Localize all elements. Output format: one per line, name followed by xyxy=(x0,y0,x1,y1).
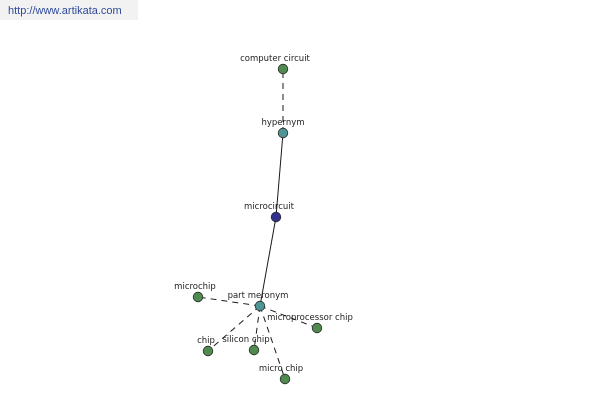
node-hypernym-label: hypernym xyxy=(261,118,304,128)
site-url[interactable]: http://www.artikata.com xyxy=(0,0,138,20)
edge-microcircuit-hypernym xyxy=(275,132,284,218)
node-micro-chip-dot xyxy=(279,373,291,385)
node-part-meronym[interactable]: part meronym xyxy=(228,291,289,312)
node-silicon-chip-dot xyxy=(248,344,260,356)
node-chip-label: chip xyxy=(197,336,215,346)
node-computer-circuit-dot xyxy=(277,63,289,75)
node-chip[interactable]: chip xyxy=(197,336,215,357)
edge-microcircuit-part-meronym xyxy=(259,216,277,307)
node-microchip-dot xyxy=(192,291,204,303)
edge-part-meronym-silicon-chip xyxy=(253,305,261,351)
node-microchip[interactable]: microchip xyxy=(174,282,216,303)
node-microcircuit-dot xyxy=(270,211,282,223)
node-hypernym-dot xyxy=(277,127,289,139)
node-microcircuit-label: microcircuit xyxy=(244,202,295,212)
node-micro-chip[interactable]: micro chip xyxy=(259,364,303,385)
node-microprocessor-chip-dot xyxy=(311,322,323,334)
node-computer-circuit[interactable]: computer circuit xyxy=(240,54,311,75)
edge-part-meronym-micro-chip xyxy=(259,305,286,380)
edge-part-meronym-chip xyxy=(207,305,261,352)
node-microchip-label: microchip xyxy=(174,282,216,292)
node-hypernym[interactable]: hypernym xyxy=(261,118,305,139)
node-part-meronym-label: part meronym xyxy=(228,291,289,301)
node-chip-dot xyxy=(202,345,214,357)
node-silicon-chip-label: silicon chip xyxy=(222,335,269,345)
node-computer-circuit-label: computer circuit xyxy=(240,54,310,64)
node-silicon-chip[interactable]: silicon chip xyxy=(222,335,270,356)
node-micro-chip-label: micro chip xyxy=(259,364,303,374)
node-microcircuit[interactable]: microcircuit xyxy=(244,202,295,223)
graph-edges xyxy=(197,69,318,380)
graph-nodes: computer circuit hypernym microcircuit p… xyxy=(174,54,353,385)
node-part-meronym-dot xyxy=(254,300,266,312)
node-microprocessor-chip[interactable]: microprocessor chip xyxy=(267,313,353,334)
node-microprocessor-chip-label: microprocessor chip xyxy=(267,313,353,323)
